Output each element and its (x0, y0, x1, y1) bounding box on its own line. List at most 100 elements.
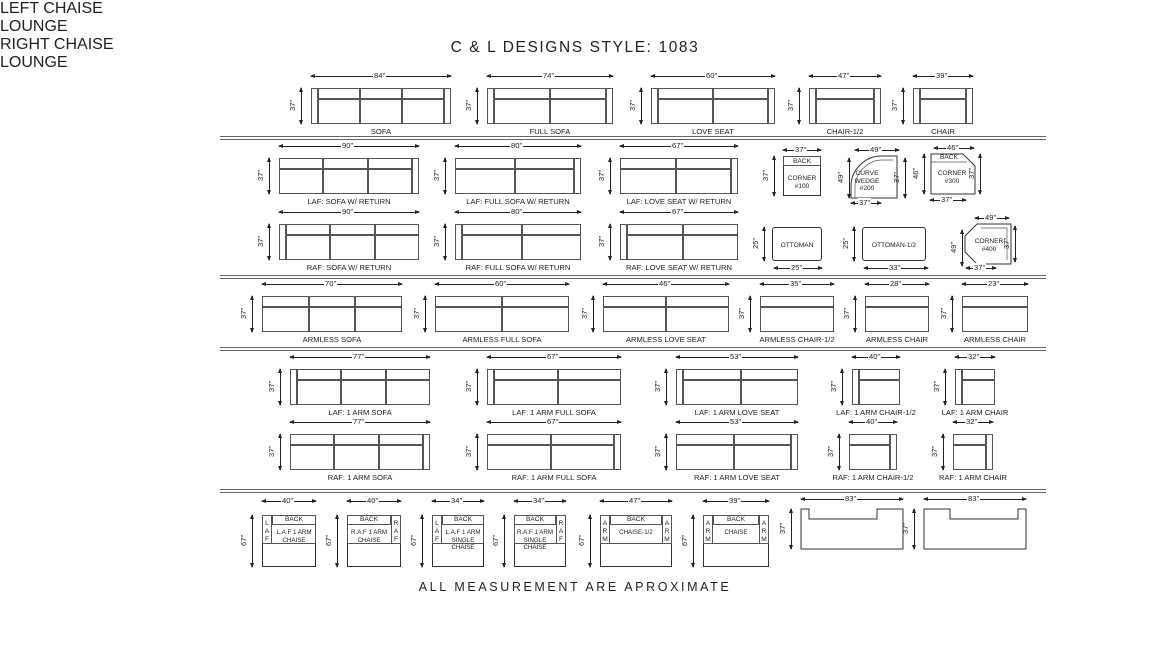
arm (574, 158, 581, 194)
back-label: BACK (727, 516, 745, 523)
back-section (272, 515, 316, 525)
corner-300-shape (930, 153, 976, 195)
back-cushion (962, 296, 1028, 307)
depth-dimension: 37” (736, 308, 746, 319)
depth-dimension: 46” (910, 168, 920, 179)
seat-cushion (494, 380, 558, 405)
back-cushion (279, 158, 324, 169)
back-cushion (262, 296, 309, 307)
arm-letters: A R M (602, 520, 608, 543)
depth-arrow (912, 508, 916, 550)
width-dimension: 23” (987, 279, 1000, 288)
back-cushion (962, 369, 995, 380)
depth-arrow (941, 433, 945, 471)
chaise-label: CHAISE (724, 529, 748, 536)
back-cushion (816, 88, 874, 99)
chaise-label: R.A.F 1 ARM CHAISE (350, 529, 388, 544)
arm (432, 515, 442, 544)
back-cushion (487, 434, 551, 445)
width-dimension: 80” (510, 141, 523, 150)
back-cushion (733, 434, 791, 445)
depth-arrow (840, 368, 844, 406)
arm (874, 88, 881, 124)
depth-dimension: 37” (431, 170, 441, 181)
seat-cushion (682, 235, 738, 260)
seat-cushion (683, 380, 741, 405)
width-dimension: 53” (729, 352, 742, 361)
piece-name: RIGHT CHAISE LOUNGE (0, 36, 114, 71)
arm (556, 515, 566, 544)
piece-name: LAF: 1 ARM FULL SOFA (512, 408, 596, 417)
piece-name: LOVE SEAT (692, 127, 734, 136)
depth-dimension: 37” (266, 381, 276, 392)
width-dimension: 67” (546, 417, 559, 426)
depth-dimension: 37” (287, 100, 297, 111)
back-cushion (323, 158, 368, 169)
back-cushion (435, 296, 502, 307)
back-cushion (374, 224, 419, 235)
back-cushion (550, 434, 614, 445)
depth-arrow (299, 87, 303, 125)
width-dimension: 37” (973, 263, 986, 272)
seat-cushion (962, 307, 1028, 332)
back-cushion (494, 88, 550, 99)
depth-arrow (978, 153, 982, 195)
depth-arrow (475, 87, 479, 125)
back-cushion (360, 88, 402, 99)
seat-cushion (953, 445, 986, 470)
arm (913, 88, 920, 124)
depth-dimension: 37” (652, 446, 662, 457)
depth-arrow (903, 157, 907, 199)
arm (852, 369, 859, 405)
piece-name: LAF: 1 ARM CHAIR-1/2 (836, 408, 916, 417)
separator-line (220, 275, 1046, 279)
seat-cushion (374, 235, 419, 260)
seat-cushion (859, 380, 900, 405)
back-cushion (859, 369, 900, 380)
seat-cushion (330, 235, 375, 260)
depth-arrow (772, 155, 776, 197)
depth-dimension: 49” (948, 242, 958, 253)
seat-cushion (550, 99, 606, 124)
width-dimension: 77” (352, 352, 365, 361)
depth-arrow (789, 508, 793, 550)
depth-arrow (475, 368, 479, 406)
depth-dimension: 25” (840, 238, 850, 249)
arm-letters: L A F (264, 520, 270, 543)
footer-note: ALL MEASUREMENT ARE APROXIMATE (418, 580, 732, 594)
seat-cushion (487, 445, 551, 470)
back-cushion (330, 224, 375, 235)
arm-letters: A R M (664, 520, 670, 543)
back-cushion (865, 296, 929, 307)
seat-cushion (675, 169, 731, 194)
depth-arrow (443, 157, 447, 195)
width-dimension: 53” (729, 417, 742, 426)
depth-arrow (748, 295, 752, 333)
corner-300-label: CORNER #300 (937, 170, 967, 185)
width-dimension: 37” (940, 195, 953, 204)
width-dimension: 49” (869, 145, 882, 154)
depth-dimension: 67” (576, 535, 586, 546)
back-cushion (290, 434, 335, 445)
back-label: BACK (526, 516, 544, 523)
back-cushion (675, 158, 731, 169)
width-dimension: 60” (705, 71, 718, 80)
width-dimension: 90” (341, 141, 354, 150)
seat-cushion (514, 169, 574, 194)
back-cushion (318, 88, 360, 99)
piece-name: RAF: 1 ARM CHAIR-1/2 (832, 473, 914, 482)
depth-arrow (608, 223, 612, 261)
back-cushion (683, 369, 741, 380)
page-title: C & L DESIGNS STYLE: 1083 (450, 39, 700, 56)
depth-dimension: 37” (931, 381, 941, 392)
ottoman-half-label: OTTOMAN-1/2 (871, 242, 917, 249)
depth-dimension: 37” (760, 170, 770, 181)
depth-arrow (922, 153, 926, 195)
arm-letters: L A F (434, 520, 440, 543)
piece-name: ARMLESS SOFA (302, 335, 362, 344)
depth-dimension: 37” (828, 381, 838, 392)
width-dimension: 35” (789, 279, 802, 288)
seat-cushion (290, 445, 335, 470)
depth-arrow (960, 229, 964, 267)
